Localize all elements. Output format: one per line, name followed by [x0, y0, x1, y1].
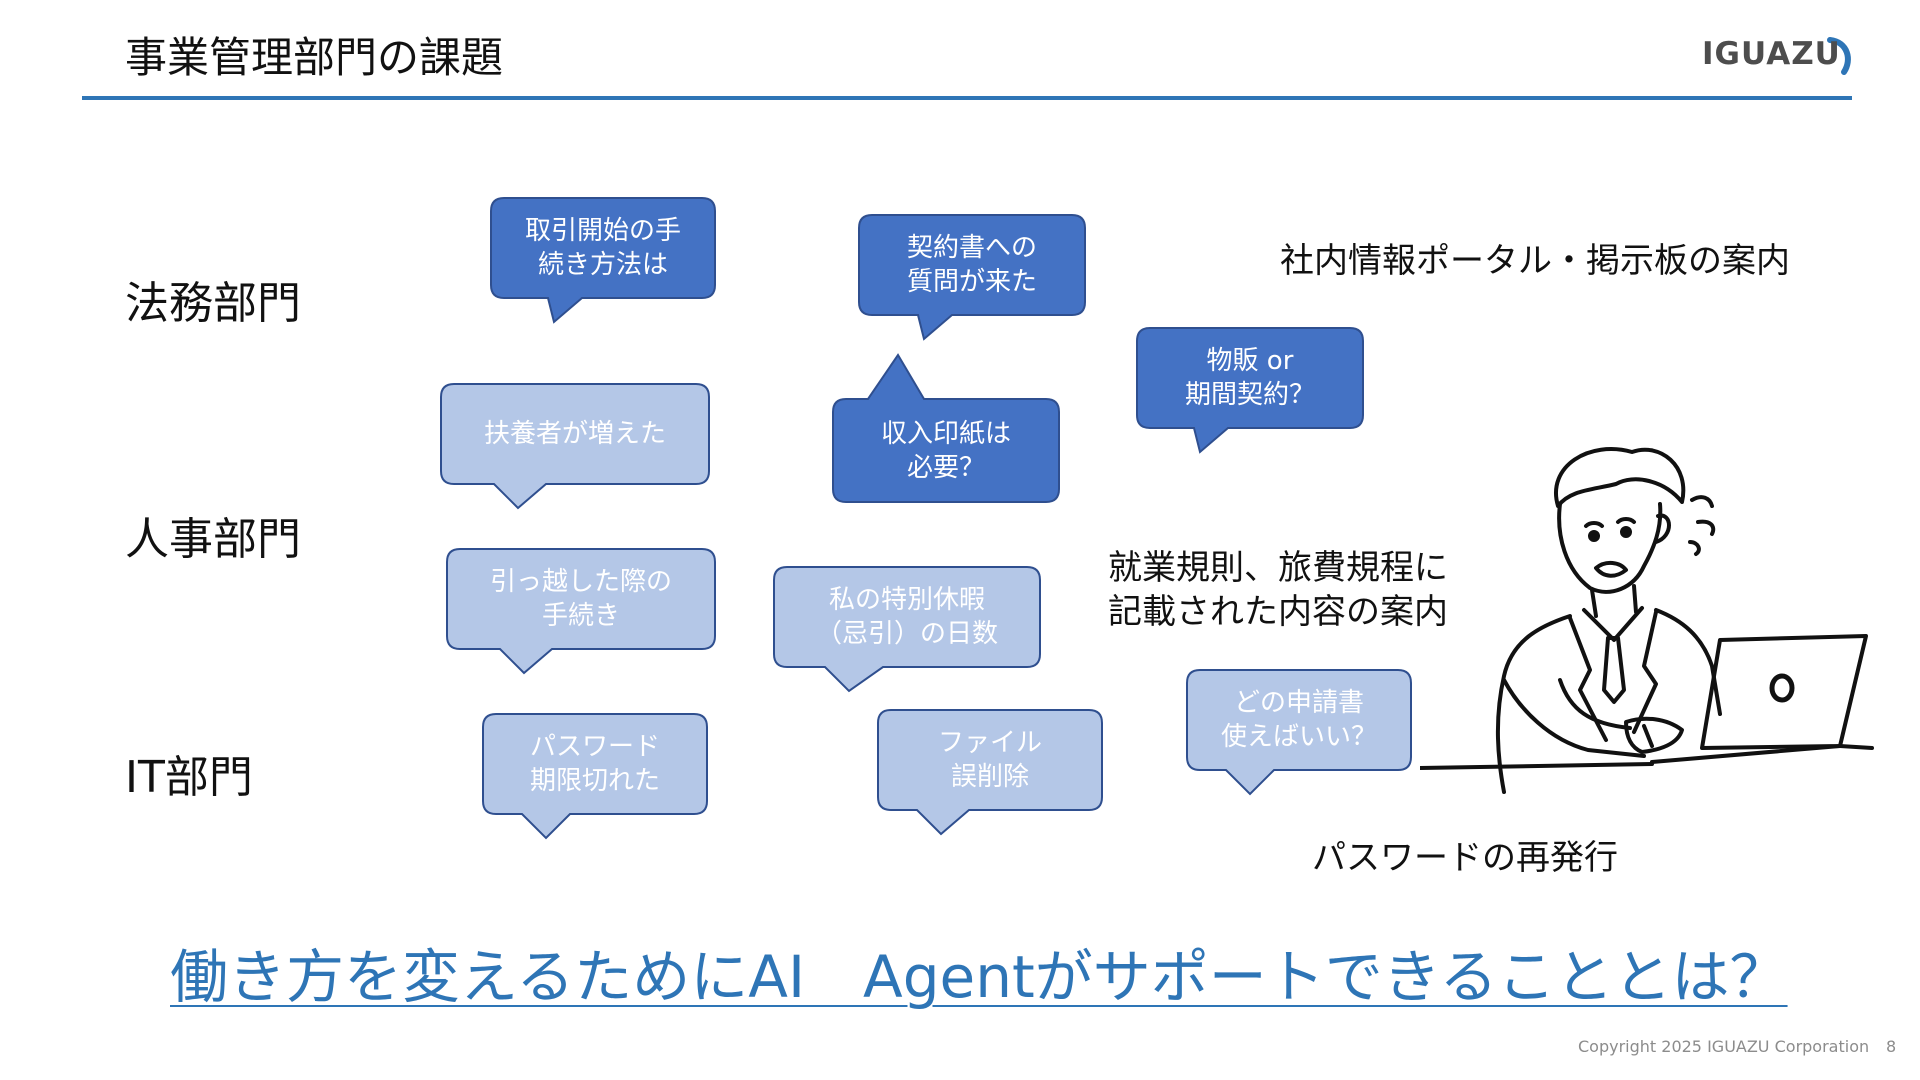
- callout-text: どの申請書 使えばいい？: [1220, 688, 1377, 752]
- dept-it-label: IT部門: [125, 752, 253, 803]
- callout-text: 取引開始の手 続き方法は: [524, 216, 681, 280]
- callout-hr-moving: 引っ越した際の 手続き: [446, 548, 716, 676]
- slide-title: 事業管理部門の課題: [125, 33, 504, 82]
- dept-hr-label: 人事部門: [125, 514, 301, 565]
- speech-bubble-icon: [877, 709, 1103, 836]
- callout-legal-sales: 物販 or 期間契約？: [1136, 327, 1364, 455]
- callout-hr-leave: 私の特別休暇 （忌引）の日数: [773, 566, 1041, 694]
- speech-bubble-icon: [446, 548, 716, 675]
- callout-legal-transaction: 取引開始の手 続き方法は: [490, 197, 716, 325]
- speech-bubble-icon: [858, 214, 1086, 341]
- header-divider: [82, 96, 1852, 100]
- note-password-reset: パスワードの再発行: [1312, 838, 1618, 878]
- callout-text: 物販 or 期間契約？: [1184, 346, 1315, 410]
- logo-text: IGUAZU: [1702, 36, 1841, 72]
- speech-bubble-icon: [482, 713, 708, 840]
- worried-person-icon: [1418, 447, 1874, 794]
- callout-it-file: ファイル 誤削除: [877, 709, 1103, 837]
- callout-text: 扶養者が増えた: [483, 419, 666, 449]
- speech-bubble-icon: [832, 353, 1060, 503]
- callout-legal-contract: 契約書への 質問が来た: [858, 214, 1086, 342]
- callout-it-form: どの申請書 使えばいい？: [1186, 669, 1412, 797]
- callout-text: 引っ越した際の 手続き: [489, 567, 672, 631]
- callout-text: 私の特別休暇 （忌引）の日数: [815, 585, 998, 649]
- dept-legal-label: 法務部門: [125, 278, 301, 329]
- callout-text: ファイル 誤削除: [937, 728, 1042, 792]
- callout-it-password: パスワード 期限切れた: [482, 713, 708, 841]
- speech-bubble-icon: [1186, 669, 1412, 796]
- iguazu-logo: IGUAZU: [1702, 34, 1852, 80]
- speech-bubble-icon: [773, 566, 1041, 693]
- callout-text: 収入印紙は 必要？: [880, 419, 1011, 483]
- tagline-question: 働き方を変えるためにAI Agentがサポートできることとは？: [170, 943, 1788, 1011]
- speech-bubble-icon: [490, 197, 716, 324]
- callout-text: 契約書への 質問が来た: [906, 233, 1037, 297]
- worried-man-at-laptop-illustration: [1418, 440, 1880, 804]
- speech-bubble-icon: [1136, 327, 1364, 454]
- callout-text: パスワード 期限切れた: [529, 732, 660, 796]
- page-number: 8: [1886, 1037, 1897, 1056]
- callout-legal-stamp: 収入印紙は 必要？: [832, 353, 1060, 503]
- speech-bubble-icon: [440, 383, 710, 510]
- footer-copyright: Copyright 2025 IGUAZU Corporation: [1578, 1037, 1870, 1056]
- callout-hr-dependents: 扶養者が増えた: [440, 383, 710, 511]
- logo-swoosh-icon: [1827, 37, 1851, 75]
- note-portal-guidance: 社内情報ポータル・掲示板の案内: [1280, 241, 1790, 281]
- note-rules-guidance: 就業規則、旅費規程に 記載された内容の案内: [1108, 548, 1448, 632]
